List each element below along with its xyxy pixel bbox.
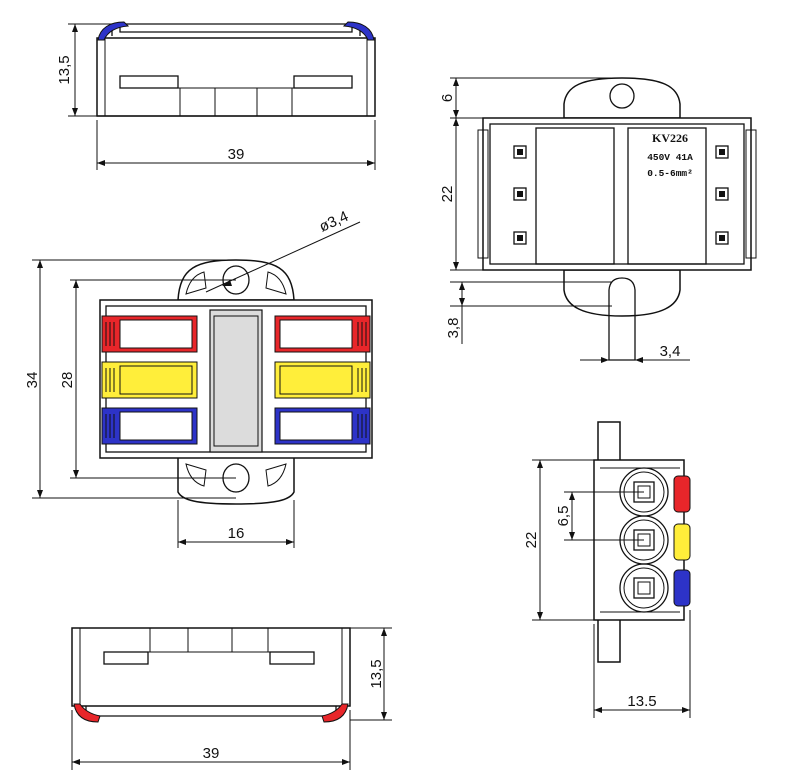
rear-terminal-windows [513,145,729,245]
dim-side-depth: 13.5 [627,693,656,710]
dim-top-width: 39 [228,146,245,163]
dim-side-height: 22 [523,532,540,549]
bottom-red-lever-right [321,703,349,723]
rear-view: KV226 450V 41A 0.5-6mm² 6 22 3,8 3,4 [439,77,757,363]
dim-bottom-width: 39 [203,745,220,762]
dim-rear-body-height: 22 [439,186,456,203]
front-view: 34 28 ø3,4 16 [24,208,373,548]
bottom-red-lever-left [73,703,101,723]
side-lever-blue [673,569,691,607]
side-lever-yellow [673,523,691,561]
label-wire-range: 0.5-6mm² [647,168,693,179]
dim-hole-diameter: ø3,4 [317,208,351,236]
side-view: 22 6,5 13.5 [523,421,691,718]
top-blue-lever-right [342,21,375,41]
front-center-insert [209,309,263,453]
dim-tab-width: 16 [228,525,245,542]
top-view: 13,5 39 [56,21,376,170]
side-lever-red [673,475,691,513]
label-rating: 450V 41A [647,152,693,163]
dim-front-total-height: 34 [24,372,41,389]
top-blue-lever-left [97,21,130,41]
dim-side-pitch: 6,5 [555,506,572,527]
dim-rear-slot-width: 3,4 [660,343,681,360]
label-model: KV226 [652,131,688,145]
dim-front-body-height: 28 [59,372,76,389]
dim-top-height: 13,5 [56,55,73,84]
bottom-view: 13,5 39 [71,627,392,770]
dim-rear-slot-height: 3,8 [445,318,462,339]
dim-rear-tab-height: 6 [439,94,456,102]
dim-bottom-height: 13,5 [368,659,385,688]
